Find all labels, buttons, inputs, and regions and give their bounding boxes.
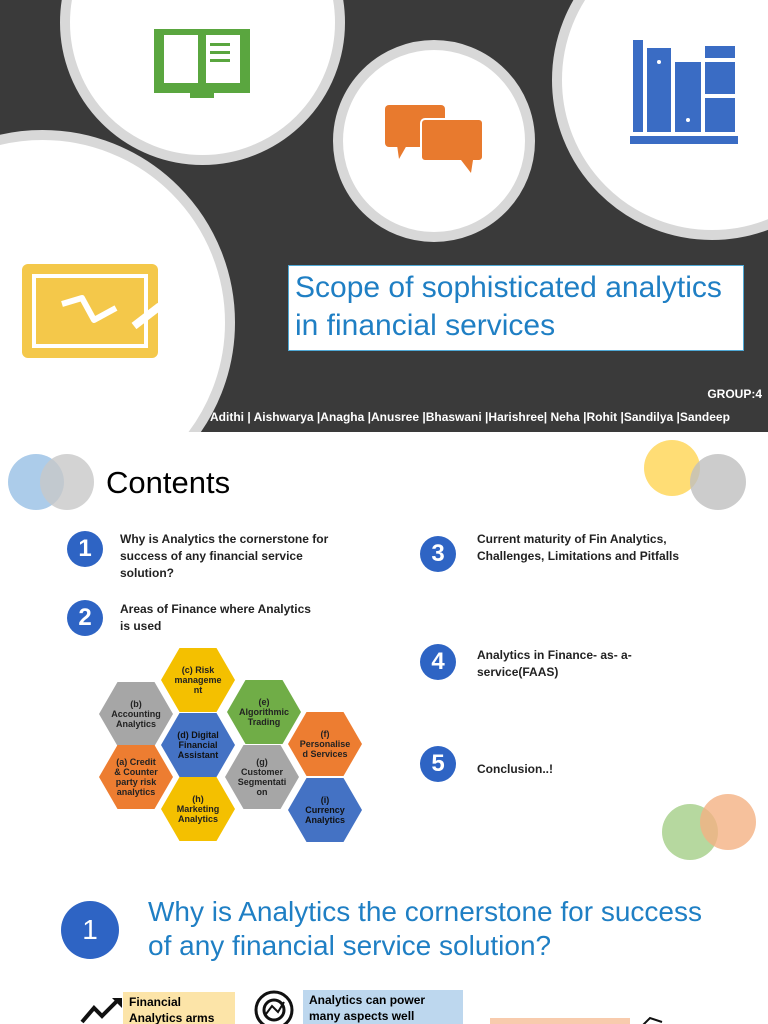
presentation-board-icon bbox=[22, 264, 163, 358]
contents-item-3: Current maturity of Fin Analytics, Chall… bbox=[477, 532, 680, 563]
growth-chart-icon bbox=[80, 998, 122, 1024]
hex-risk-management: (c) Risk manageme nt bbox=[161, 648, 235, 712]
decor-bubble-orange bbox=[700, 794, 756, 850]
group-members: Adithi | Aishwarya |Anagha |Anusree |Bha… bbox=[210, 410, 730, 424]
hex-marketing-analytics: (h) Marketing Analytics bbox=[161, 777, 235, 841]
title-slide: Scope of sophisticated analytics in fina… bbox=[0, 0, 768, 432]
hex-credit-risk-analytics: (a) Credit & Counter party risk analytic… bbox=[99, 745, 173, 809]
item-number-1: 1 bbox=[67, 531, 103, 567]
item-number-2: 2 bbox=[67, 600, 103, 636]
section-number: 1 bbox=[61, 901, 119, 959]
group-label: GROUP:4 bbox=[707, 387, 762, 401]
chat-bubbles-icon bbox=[385, 105, 484, 173]
item-number-3: 3 bbox=[420, 536, 456, 572]
library-books-icon bbox=[630, 40, 738, 144]
analytics-gear-icon bbox=[254, 990, 294, 1024]
decor-bubble-grey-2 bbox=[690, 454, 746, 510]
hex-accounting-analytics: (b) Accounting Analytics bbox=[99, 682, 173, 746]
contents-item-1: Why is Analytics the cornerstone for suc… bbox=[120, 532, 329, 580]
contents-title: Contents bbox=[106, 465, 231, 500]
analytics-cornerstone-slide: 1 Why is Analytics the cornerstone for s… bbox=[0, 864, 768, 1024]
hex-algorithmic-trading: (e) Algorithmic Trading bbox=[227, 680, 301, 744]
hex-currency-analytics: (i) Currency Analytics bbox=[288, 778, 362, 842]
note-financial-analytics: Financial Analytics arms bbox=[123, 992, 235, 1024]
note-analytics-power: Analytics can power many aspects well bbox=[303, 990, 463, 1024]
decor-bubble-grey bbox=[40, 454, 94, 510]
partial-note-box bbox=[490, 1018, 630, 1024]
hex-customer-segmentation: (g) Customer Segmentati on bbox=[225, 745, 299, 809]
presentation-title: Scope of sophisticated analytics in fina… bbox=[288, 265, 744, 351]
book-icon bbox=[154, 29, 250, 98]
contents-item-5: Conclusion..! bbox=[477, 762, 553, 776]
item-number-4: 4 bbox=[420, 644, 456, 680]
contents-item-2: Areas of Finance where Analytics is used bbox=[120, 602, 311, 633]
arrow-icon bbox=[642, 1016, 663, 1024]
section-title: Why is Analytics the cornerstone for suc… bbox=[148, 896, 702, 961]
item-number-5: 5 bbox=[420, 746, 456, 782]
contents-slide: Contents 1 Why is Analytics the cornerst… bbox=[0, 432, 768, 864]
contents-item-4: Analytics in Finance- as- a-service(FAAS… bbox=[477, 648, 632, 679]
hex-digital-financial-assistant: (d) Digital Financial Assistant bbox=[161, 713, 235, 777]
hex-personalised-services: (f) Personalise d Services bbox=[288, 712, 362, 776]
